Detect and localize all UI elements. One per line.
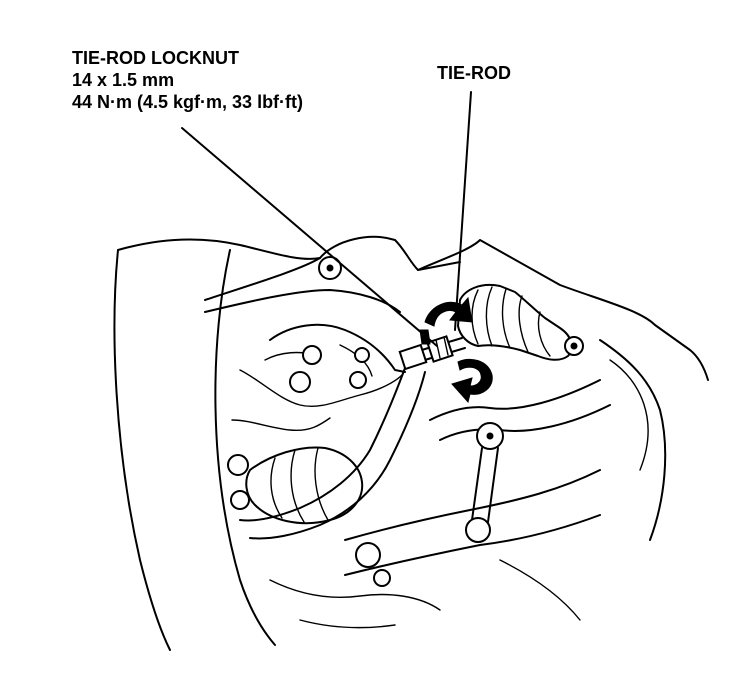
boot-ridge-3 bbox=[501, 288, 511, 349]
fender-arc-inner bbox=[214, 249, 276, 646]
stabilizer-bar-edge bbox=[439, 404, 611, 441]
body-panel-lower-right bbox=[599, 339, 667, 541]
boot-ridge-5 bbox=[537, 311, 551, 357]
ground-detail-1 bbox=[269, 579, 441, 611]
fender-arc-outer bbox=[113, 249, 171, 651]
tierod-title: TIE-ROD bbox=[437, 63, 511, 83]
lower-subframe-edge bbox=[344, 514, 601, 576]
knuckle-bolt-2 bbox=[289, 371, 311, 393]
lower-bolt-2 bbox=[230, 490, 250, 510]
stabilizer-link-bolt-lower bbox=[465, 517, 491, 543]
knuckle-bolt-4 bbox=[354, 347, 370, 363]
cv-boot-ridge-3 bbox=[314, 447, 329, 521]
locknut-title: TIE-ROD LOCKNUT bbox=[72, 48, 239, 68]
stabilizer-link-bolt-upper-center bbox=[486, 432, 494, 440]
boot-ridge-1 bbox=[471, 289, 479, 345]
tie-rod-end-body bbox=[398, 343, 428, 371]
cv-boot bbox=[245, 446, 364, 525]
rack-mount-bolt-center bbox=[570, 342, 578, 350]
brake-line-2 bbox=[231, 417, 331, 432]
cv-boot-ridge-1 bbox=[270, 457, 283, 519]
tie-rod-locknut-callout: TIE-ROD LOCKNUT 14 x 1.5 mm 44 N·m (4.5 … bbox=[72, 47, 303, 113]
upper-crossmember-lower bbox=[204, 289, 401, 313]
subframe-bolt-1 bbox=[355, 542, 381, 568]
steering-knuckle bbox=[269, 323, 406, 373]
boot-ridge-4 bbox=[518, 295, 529, 353]
crossmember-bolt-center bbox=[326, 264, 334, 272]
tie-rod-callout: TIE-ROD bbox=[437, 62, 511, 84]
ground-detail-2 bbox=[299, 619, 396, 629]
rotation-arrow-lower bbox=[451, 358, 493, 404]
subframe-bolt-2 bbox=[373, 569, 391, 587]
boot-ridge-2 bbox=[485, 286, 493, 347]
fender-top-edge bbox=[117, 238, 321, 260]
lower-subframe bbox=[344, 469, 601, 541]
cv-boot-ridge-2 bbox=[290, 449, 305, 523]
stabilizer-link bbox=[471, 447, 499, 523]
locknut-size: 14 x 1.5 mm bbox=[72, 70, 175, 90]
knuckle-bolt-1 bbox=[302, 345, 322, 365]
rack-boot bbox=[457, 284, 573, 361]
locknut-leader-line bbox=[181, 127, 438, 347]
tierod-leader-line bbox=[454, 91, 472, 331]
locknut-torque: 44 N·m (4.5 kgf·m, 33 lbf·ft) bbox=[72, 92, 304, 112]
lower-control-arm bbox=[239, 367, 406, 522]
rotation-arrow-upper bbox=[424, 296, 473, 327]
stabilizer-bar bbox=[429, 379, 601, 421]
brake-line bbox=[239, 369, 403, 407]
body-panel-edge bbox=[609, 359, 649, 471]
lower-control-arm-edge bbox=[249, 371, 426, 540]
knuckle-bolt-3 bbox=[349, 371, 367, 389]
upper-crossmember bbox=[204, 235, 461, 301]
ground-detail-3 bbox=[499, 559, 581, 621]
body-panel-right bbox=[417, 239, 709, 381]
lower-bolt-1 bbox=[227, 454, 249, 476]
locknut-flats bbox=[435, 336, 449, 359]
